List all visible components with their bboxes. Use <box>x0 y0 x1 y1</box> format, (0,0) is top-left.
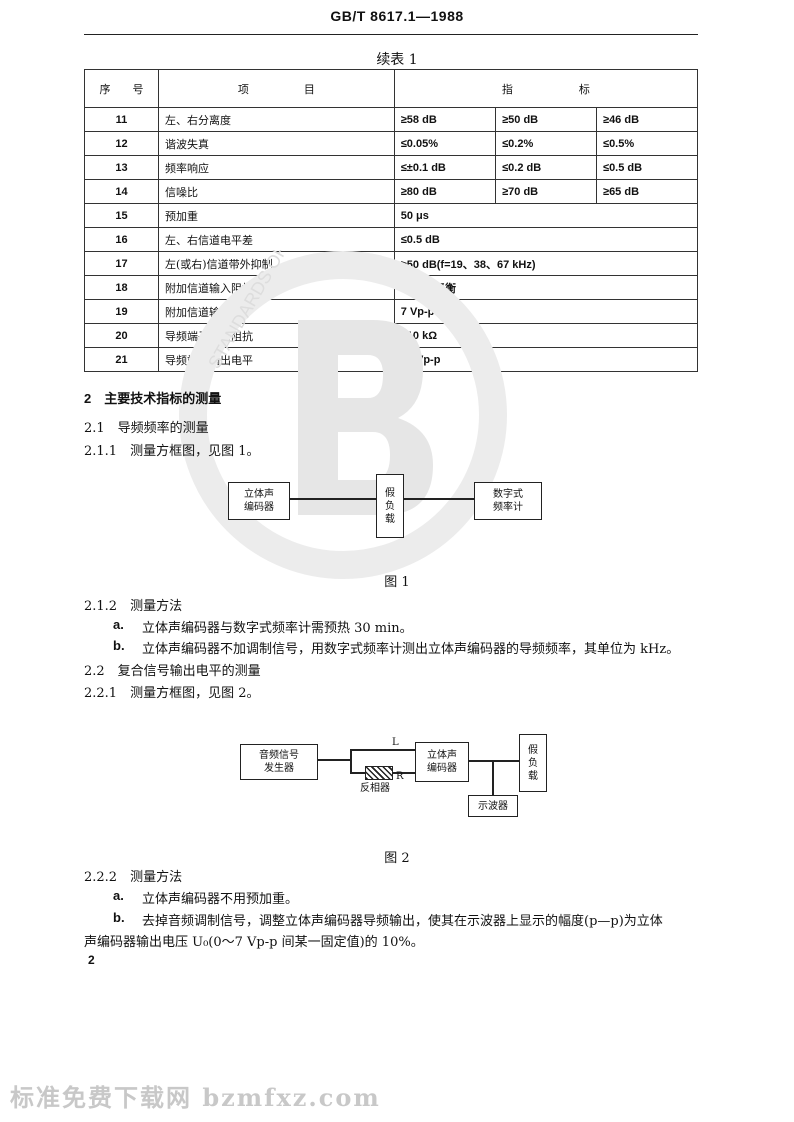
fig2-line-R1 <box>350 772 365 774</box>
fig2-caption: 图 2 <box>384 851 410 866</box>
section-2-2-1-text: 2.2.1 测量方框图，见图 2。 <box>84 686 260 701</box>
row-item: 导频端子输出电平 <box>157 347 395 372</box>
item-a-text: 立体声编码器与数字式频率计需预热 30 min。 <box>142 621 413 636</box>
fig2-encoder-box: 立体声 编码器 <box>415 742 469 782</box>
item-b-text: 立体声编码器不加调制信号，用数字式频率计测出立体声编码器的导频频率，其单位为 k… <box>142 642 680 657</box>
page-number: 2 <box>88 953 95 967</box>
table-caption: 续表 1 <box>376 52 418 68</box>
fig2-line-L <box>350 749 415 751</box>
item-b-tag: b. <box>113 638 125 653</box>
header-rule <box>84 34 698 35</box>
table-header-row: 序 号 项 目 指 标 <box>84 69 699 108</box>
row-number: 11 <box>84 107 159 132</box>
item-a-tag: a. <box>113 617 124 632</box>
row-item: 附加信道输入电平 <box>157 299 395 324</box>
row-indicator: 600 Ω 平衡 <box>393 275 699 300</box>
fig1-counter-box: 数字式 频率计 <box>474 482 542 520</box>
col-indicator-header: 指 标 <box>393 69 699 108</box>
row-item: 信噪比 <box>157 179 395 204</box>
row-indicator: ≤0.5 dB <box>393 227 699 252</box>
section-2-2-heading: 2.2 复合信号输出电平的测量 <box>84 664 261 679</box>
item-2b-text-line2: 声编码器输出电压 U₀(0～7 Vp-p 间某一固定值)的 10%。 <box>84 935 424 950</box>
section-2-heading: 2 主要技术指标的测量 <box>84 391 222 406</box>
row-item: 左(或右)信道带外抑制 <box>157 251 395 276</box>
row-indicator-1: ≤±0.1 dB <box>393 155 497 180</box>
row-number: 14 <box>84 179 159 204</box>
section-2-1-heading: 2.1 导频频率的测量 <box>84 421 209 436</box>
row-indicator-3: ≤0.5% <box>596 131 698 156</box>
row-number: 13 <box>84 155 159 180</box>
fig2-generator-box: 音频信号 发生器 <box>240 744 318 780</box>
fig2-line-R2 <box>391 772 415 774</box>
footer-watermark: 标准免费下载网 bzmfxz.com <box>10 1083 381 1112</box>
row-item: 频率响应 <box>157 155 395 180</box>
row-number: 20 <box>84 323 159 348</box>
item-2b-text-line1: 去掉音频调制信号，调整立体声编码器导频输出，使其在示波器上显示的幅度(p—p)为… <box>142 914 663 929</box>
fig2-scope-box: 示波器 <box>468 795 518 817</box>
row-indicator-3: ≥65 dB <box>596 179 698 204</box>
standard-header: GB/T 8617.1—1988 <box>330 8 464 24</box>
fig2-inverter-symbol <box>365 766 393 780</box>
fig2-inverter-label: 反相器 <box>360 783 390 794</box>
section-2-2-2-heading: 2.2.2 测量方法 <box>84 870 183 885</box>
fig1-caption: 图 1 <box>384 575 410 590</box>
row-indicator-2: ≥50 dB <box>495 107 598 132</box>
fig2-R-label: R <box>396 771 404 782</box>
row-number: 21 <box>84 347 159 372</box>
row-item: 左、右分离度 <box>157 107 395 132</box>
fig2-line-gen <box>318 759 350 761</box>
row-indicator: ≥1 Vp-p <box>393 347 699 372</box>
col-item-header: 项 目 <box>157 69 395 108</box>
row-item: 导频端子输出阻抗 <box>157 323 395 348</box>
row-number: 15 <box>84 203 159 228</box>
row-indicator-1: ≥58 dB <box>393 107 497 132</box>
item-2b-tag: b. <box>113 910 125 925</box>
fig2-L-label: L <box>392 737 399 748</box>
row-indicator: ≤10 kΩ <box>393 323 699 348</box>
item-2a-text: 立体声编码器不用预加重。 <box>142 892 299 907</box>
row-indicator-2: ≥70 dB <box>495 179 598 204</box>
row-item: 预加重 <box>157 203 395 228</box>
row-number: 18 <box>84 275 159 300</box>
row-indicator-3: ≥46 dB <box>596 107 698 132</box>
row-number: 16 <box>84 227 159 252</box>
fig2-line-scope <box>492 760 494 795</box>
section-2-1-1-text: 2.1.1 测量方框图，见图 1。 <box>84 444 260 459</box>
fig2-load-box: 假 负 载 <box>519 734 547 792</box>
row-indicator-2: ≤0.2% <box>495 131 598 156</box>
fig1-encoder-box: 立体声 编码器 <box>228 482 290 520</box>
fig2-line-split <box>350 749 352 773</box>
row-indicator-3: ≤0.5 dB <box>596 155 698 180</box>
section-2-1-2-heading: 2.1.2 测量方法 <box>84 599 183 614</box>
row-indicator: 50 μs <box>393 203 699 228</box>
row-item: 谐波失真 <box>157 131 395 156</box>
row-item: 附加信道输入阻抗 <box>157 275 395 300</box>
row-indicator: ≥50 dB(f=19、38、67 kHz) <box>393 251 699 276</box>
item-2a-tag: a. <box>113 888 124 903</box>
fig1-load-box: 假 负 载 <box>376 474 404 538</box>
row-number: 17 <box>84 251 159 276</box>
fig1-line-left <box>290 498 378 500</box>
row-item: 左、右信道电平差 <box>157 227 395 252</box>
fig1-line-right <box>402 498 474 500</box>
row-indicator: 7 Vp-p <box>393 299 699 324</box>
row-indicator-2: ≤0.2 dB <box>495 155 598 180</box>
row-indicator-1: ≤0.05% <box>393 131 497 156</box>
row-number: 19 <box>84 299 159 324</box>
row-indicator-1: ≥80 dB <box>393 179 497 204</box>
row-number: 12 <box>84 131 159 156</box>
col-seq-header: 序 号 <box>84 69 159 108</box>
